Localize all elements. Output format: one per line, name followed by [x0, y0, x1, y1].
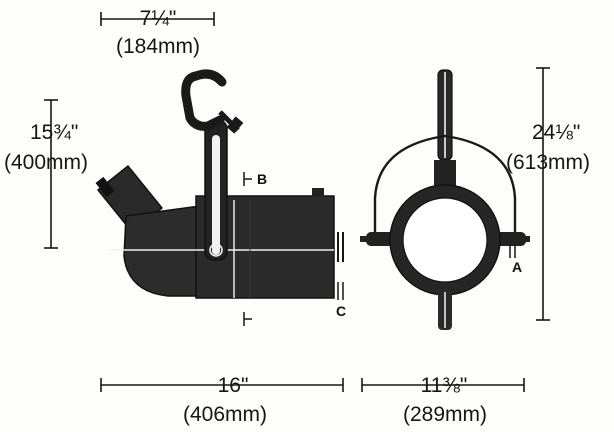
callout-a: A	[512, 259, 523, 275]
side-height-imperial: 15¾"	[30, 121, 79, 144]
total-height-dimension-line	[536, 67, 550, 321]
length-dimension-line	[100, 378, 344, 392]
side-height-metric: (400mm)	[4, 151, 89, 174]
reflector-housing	[123, 205, 201, 297]
length-imperial: 16"	[217, 374, 249, 397]
c-clamp	[181, 71, 225, 131]
front-view-fixture	[360, 69, 530, 330]
side-view-fixture	[95, 69, 344, 326]
total-height-metric: (613mm)	[506, 151, 591, 174]
front-width-imperial: 11⅜"	[420, 374, 468, 397]
length-metric: (406mm)	[182, 403, 268, 426]
side-height-dimension-line	[44, 99, 58, 249]
total-height-imperial: 24⅛"	[532, 121, 581, 144]
front-width-dimension-line	[361, 378, 525, 392]
front-yoke	[373, 134, 517, 234]
top-width-imperial: 7¼"	[139, 7, 177, 30]
callout-c: C	[336, 303, 347, 319]
callout-b: B	[257, 171, 268, 187]
front-width-metric: (289mm)	[402, 403, 488, 426]
lens-opening	[402, 197, 488, 283]
top-width-dimension-line	[100, 12, 215, 26]
top-width-metric: (184mm)	[115, 35, 201, 58]
